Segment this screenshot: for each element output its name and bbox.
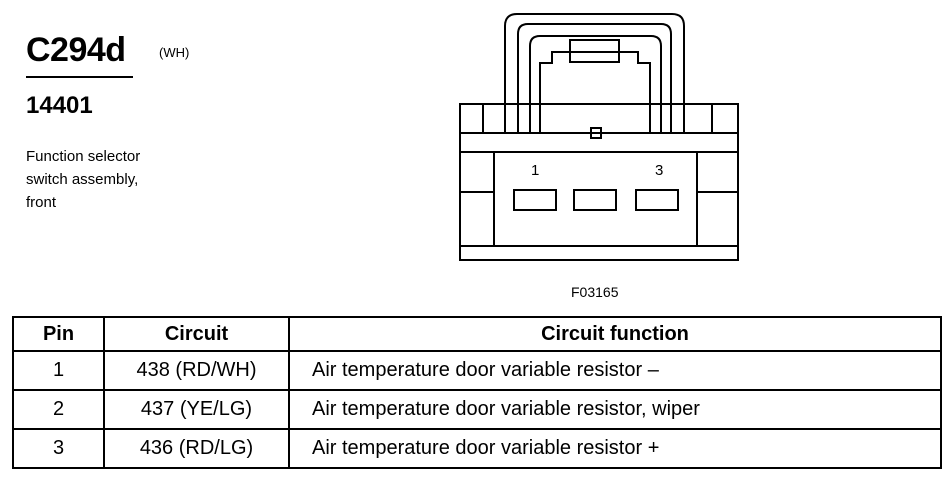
side-rib-left bbox=[459, 151, 495, 247]
polarization-key bbox=[590, 127, 602, 139]
connector-color-code: (WH) bbox=[159, 45, 190, 60]
connector-upper-shell bbox=[459, 103, 739, 133]
description-line: front bbox=[26, 194, 57, 211]
table-header-row: Pin Circuit Circuit function bbox=[12, 316, 942, 352]
component-description: Function selector switch assembly, front bbox=[26, 145, 186, 214]
lock-tab-inner bbox=[529, 35, 662, 133]
connector-id: C294d bbox=[26, 31, 126, 69]
connector-id-underline bbox=[26, 76, 133, 78]
figure-code: F03165 bbox=[571, 284, 619, 300]
lock-tab-middle bbox=[517, 23, 672, 133]
column-header-circuit-function: Circuit function bbox=[288, 316, 942, 352]
pin-label-3: 3 bbox=[655, 162, 663, 179]
table-row: 2 437 (YE/LG) Air temperature door varia… bbox=[12, 389, 942, 430]
part-number: 14401 bbox=[26, 92, 93, 119]
function-cell: Air temperature door variable resistor, … bbox=[288, 389, 942, 430]
pin-cell: 3 bbox=[12, 428, 105, 469]
pin-cell: 2 bbox=[12, 389, 105, 430]
column-header-circuit: Circuit bbox=[103, 316, 290, 352]
pinout-table: Pin Circuit Circuit function 1 438 (RD/W… bbox=[12, 316, 942, 469]
column-header-pin: Pin bbox=[12, 316, 105, 352]
terminal-cavity-1 bbox=[513, 189, 557, 211]
function-cell: Air temperature door variable resistor – bbox=[288, 350, 942, 391]
pin-cell: 1 bbox=[12, 350, 105, 391]
terminal-cavity-2 bbox=[573, 189, 617, 211]
description-line: Function selector bbox=[26, 148, 141, 165]
side-rib-right bbox=[696, 151, 739, 247]
table-row: 1 438 (RD/WH) Air temperature door varia… bbox=[12, 350, 942, 391]
lock-latch bbox=[539, 51, 651, 133]
circuit-cell: 438 (RD/WH) bbox=[103, 350, 290, 391]
lock-tab-outer bbox=[504, 13, 685, 133]
terminal-cavity-3 bbox=[635, 189, 679, 211]
pin-label-1: 1 bbox=[531, 162, 539, 179]
circuit-cell: 436 (RD/LG) bbox=[103, 428, 290, 469]
function-cell: Air temperature door variable resistor + bbox=[288, 428, 942, 469]
table-row: 3 436 (RD/LG) Air temperature door varia… bbox=[12, 428, 942, 469]
description-line: switch assembly, bbox=[26, 171, 139, 188]
circuit-cell: 437 (YE/LG) bbox=[103, 389, 290, 430]
connector-face-diagram: 1 3 bbox=[459, 13, 739, 261]
